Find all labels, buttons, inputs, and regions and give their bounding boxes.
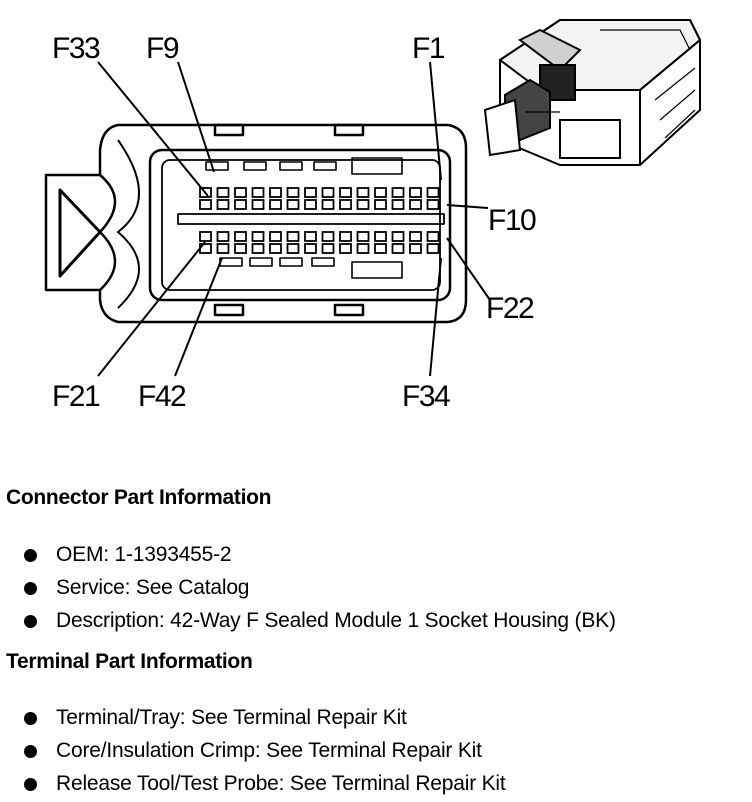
terminal-cavity xyxy=(374,199,387,210)
connector-inner-face xyxy=(148,148,452,302)
connector-info-title: Connector Part Information xyxy=(6,486,272,509)
terminal-cavity xyxy=(339,199,352,210)
terminal-cavity xyxy=(426,187,440,198)
top-key-right xyxy=(333,123,365,137)
terminal-cavity xyxy=(286,243,300,254)
terminal-cavity xyxy=(234,199,247,210)
terminal-cavity xyxy=(426,199,440,210)
terminal-cavity xyxy=(269,187,282,198)
terminal-cavity xyxy=(409,187,422,198)
terminal-info-item: Terminal/Tray: See Terminal Repair Kit xyxy=(0,701,506,734)
connector-info-item: Service: See Catalog xyxy=(0,571,616,604)
callout-f22: F22 xyxy=(486,292,534,325)
bottom-key-left xyxy=(213,303,245,317)
terminal-cavity xyxy=(426,231,440,242)
terminal-cavity xyxy=(251,243,265,254)
terminal-cavity xyxy=(286,231,300,242)
bullet-icon xyxy=(24,615,37,628)
terminal-cavity xyxy=(286,187,300,198)
terminal-cavity xyxy=(391,231,405,242)
terminal-cavity xyxy=(234,243,247,254)
terminal-cavity xyxy=(304,187,317,198)
connector-3d-view xyxy=(483,19,702,166)
terminal-cavity xyxy=(339,231,352,242)
terminal-cavity xyxy=(216,243,230,254)
terminal-cavity xyxy=(356,243,370,254)
callout-f9: F9 xyxy=(146,32,179,65)
terminal-cavity xyxy=(216,231,230,242)
terminal-cavity xyxy=(339,243,352,254)
terminal-cavity xyxy=(374,231,387,242)
connector-face-diagram: F33 F9 F1 F10 F22 F21 F42 F34 xyxy=(44,19,702,413)
callout-f21: F21 xyxy=(52,380,100,413)
terminal-cavity xyxy=(409,243,422,254)
terminal-cavity xyxy=(426,243,440,254)
connector-info-item: OEM: 1-1393455-2 xyxy=(0,538,616,571)
terminal-info-title: Terminal Part Information xyxy=(6,650,253,673)
terminal-cavity xyxy=(251,187,265,198)
connector-info-list: OEM: 1-1393455-2 Service: See Catalog De… xyxy=(0,538,616,637)
connector-housing-outline xyxy=(44,123,468,324)
terminal-cavity xyxy=(409,231,422,242)
terminal-cavity xyxy=(339,187,352,198)
terminal-cavity xyxy=(374,187,387,198)
terminal-cavity xyxy=(356,199,370,210)
bottom-key-right xyxy=(333,303,365,317)
terminal-cavity xyxy=(304,243,317,254)
terminal-cavity xyxy=(391,243,405,254)
bullet-icon xyxy=(24,745,37,758)
bullet-icon xyxy=(24,549,37,562)
terminal-cavity xyxy=(391,187,405,198)
terminal-info-list: Terminal/Tray: See Terminal Repair Kit C… xyxy=(0,701,506,800)
bullet-icon xyxy=(24,712,37,725)
terminal-cavity xyxy=(269,231,282,242)
terminal-cavity xyxy=(286,199,300,210)
terminal-cavity xyxy=(304,231,317,242)
terminal-cavity xyxy=(391,199,405,210)
center-rail xyxy=(177,213,445,225)
terminal-cavities xyxy=(199,187,440,254)
terminal-cavity xyxy=(251,231,265,242)
terminal-cavity xyxy=(356,187,370,198)
terminal-cavity xyxy=(234,187,247,198)
callout-f1: F1 xyxy=(412,32,445,65)
terminal-cavity xyxy=(199,231,212,242)
terminal-cavity xyxy=(304,199,317,210)
callout-f34: F34 xyxy=(402,380,450,413)
terminal-cavity xyxy=(251,199,265,210)
terminal-cavity xyxy=(321,231,335,242)
callout-f33: F33 xyxy=(52,32,100,65)
callout-f42: F42 xyxy=(138,380,186,413)
terminal-cavity xyxy=(356,231,370,242)
terminal-info-item: Release Tool/Test Probe: See Terminal Re… xyxy=(0,767,506,800)
terminal-cavity xyxy=(321,243,335,254)
terminal-cavity xyxy=(374,243,387,254)
terminal-info-item: Core/Insulation Crimp: See Terminal Repa… xyxy=(0,734,506,767)
bullet-icon xyxy=(24,778,37,791)
bullet-icon xyxy=(24,582,37,595)
top-key-left xyxy=(213,123,245,137)
callout-f10: F10 xyxy=(488,204,536,237)
terminal-cavity xyxy=(216,187,230,198)
terminal-cavity xyxy=(409,199,422,210)
terminal-cavity xyxy=(321,187,335,198)
terminal-cavity xyxy=(269,199,282,210)
connector-latch xyxy=(58,188,102,278)
terminal-cavity xyxy=(321,199,335,210)
connector-info-item: Description: 42-Way F Sealed Module 1 So… xyxy=(0,604,616,637)
terminal-cavity xyxy=(269,243,282,254)
terminal-cavity xyxy=(199,199,212,210)
terminal-cavity xyxy=(234,231,247,242)
terminal-cavity xyxy=(216,199,230,210)
